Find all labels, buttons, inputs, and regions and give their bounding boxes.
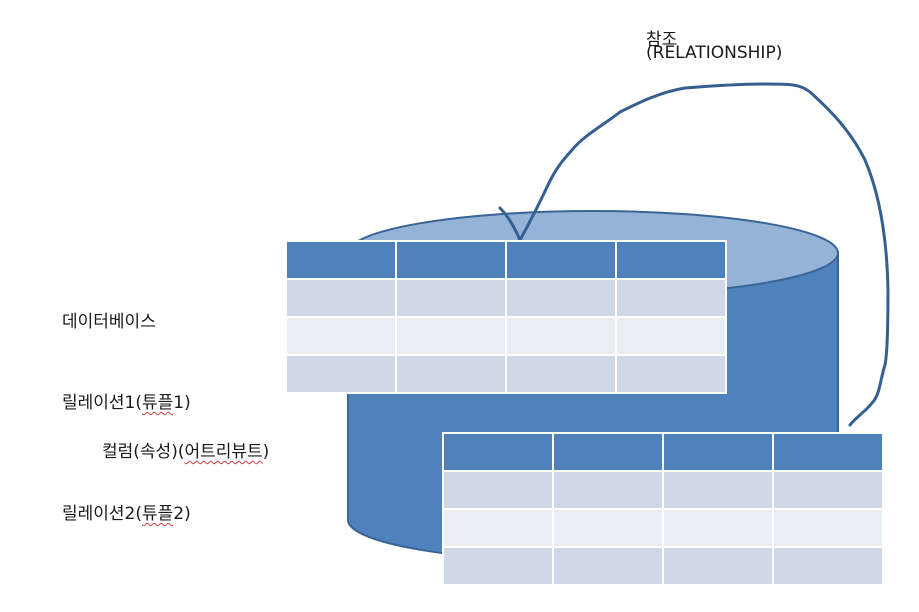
table-cell bbox=[615, 354, 727, 394]
table-header-cell bbox=[615, 240, 727, 280]
table-cell bbox=[772, 508, 884, 548]
relation1-suffix: 1) bbox=[173, 393, 191, 413]
relation-table-1 bbox=[285, 240, 727, 394]
table-row bbox=[285, 278, 727, 318]
relation1-label: 릴레이션1(튜플1) bbox=[62, 388, 191, 413]
relation1-tuple: 튜플 bbox=[142, 393, 174, 413]
table-header-cell bbox=[662, 432, 774, 472]
column-attribute: 어트리뷰트 bbox=[184, 442, 263, 462]
table-row bbox=[442, 470, 884, 510]
table-cell bbox=[395, 278, 507, 318]
table-header-cell bbox=[442, 432, 554, 472]
table-cell bbox=[772, 546, 884, 586]
table-cell bbox=[662, 546, 774, 586]
table-header-cell bbox=[285, 240, 397, 280]
relationship-label-en: (RELATIONSHIP) bbox=[646, 43, 783, 63]
column-label: 컬럼(속성)(어트리뷰트) bbox=[102, 437, 269, 462]
table-cell bbox=[552, 470, 664, 510]
table-row bbox=[285, 354, 727, 394]
relation1-prefix: 릴레이션1( bbox=[62, 393, 143, 413]
table-cell bbox=[505, 354, 617, 394]
table-header-row bbox=[442, 432, 884, 472]
table-cell bbox=[662, 508, 774, 548]
table-cell bbox=[552, 508, 664, 548]
table-cell bbox=[285, 278, 397, 318]
relation2-tuple: 튜플 bbox=[142, 504, 174, 524]
table-cell bbox=[285, 354, 397, 394]
relationship-curve bbox=[498, 82, 890, 427]
column-suffix: ) bbox=[262, 442, 270, 462]
column-prefix: 컬럼(속성)( bbox=[102, 442, 185, 462]
table-cell bbox=[772, 470, 884, 510]
database-label: 데이터베이스 bbox=[62, 312, 156, 332]
table-header-cell bbox=[772, 432, 884, 472]
table-row bbox=[285, 316, 727, 356]
relationship-label-ko: 참조 bbox=[646, 30, 678, 50]
table-header-cell bbox=[505, 240, 617, 280]
relation2-label: 릴레이션2(튜플2) bbox=[62, 499, 191, 524]
table-header-cell bbox=[552, 432, 664, 472]
table-row bbox=[442, 546, 884, 586]
relation-table-2 bbox=[442, 432, 884, 586]
table-cell bbox=[505, 316, 617, 356]
table-cell bbox=[395, 354, 507, 394]
table-cell bbox=[662, 470, 774, 510]
relation2-prefix: 릴레이션2( bbox=[62, 504, 143, 524]
table-cell bbox=[395, 316, 507, 356]
table-row bbox=[442, 508, 884, 548]
table-cell bbox=[615, 278, 727, 318]
table-header-row bbox=[285, 240, 727, 280]
table-cell bbox=[615, 316, 727, 356]
table-cell bbox=[442, 508, 554, 548]
relation2-suffix: 2) bbox=[173, 504, 191, 524]
table-cell bbox=[552, 546, 664, 586]
table-cell bbox=[505, 278, 617, 318]
table-header-cell bbox=[395, 240, 507, 280]
table-cell bbox=[285, 316, 397, 356]
table-cell bbox=[442, 470, 554, 510]
table-cell bbox=[442, 546, 554, 586]
